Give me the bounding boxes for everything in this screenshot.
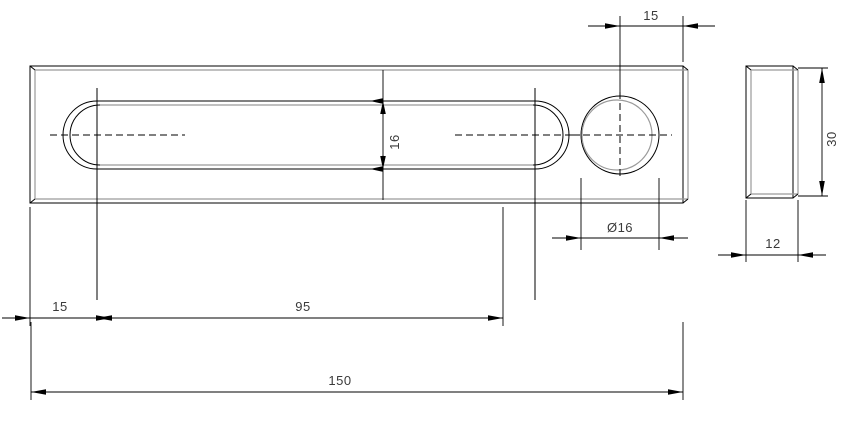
dimension-plate-thickness: 12 — [718, 200, 826, 262]
dimension-label-plate-height: 30 — [824, 131, 839, 146]
dimension-label-slot-center-length: 95 — [295, 299, 310, 314]
dimension-overall-length: 150 — [30, 322, 684, 400]
dimension-label-slot-end-offset: 15 — [52, 299, 67, 314]
dimension-label-plate-thickness: 12 — [765, 236, 780, 251]
dimension-hole-edge-offset: 15 — [588, 8, 715, 96]
dimension-slot-center-length: 95 — [96, 207, 504, 326]
dimension-label-hole-diameter: Ø16 — [607, 220, 633, 235]
dimension-hole-diameter: Ø16 — [552, 178, 688, 250]
side-view — [745, 65, 799, 199]
dimension-slot-width: 16 — [370, 70, 402, 200]
dimension-label-slot-width: 16 — [387, 134, 402, 149]
dimension-plate-height: 30 — [798, 67, 839, 197]
centerlines — [50, 88, 672, 300]
dimension-label-hole-edge-offset: 15 — [643, 8, 658, 23]
front-view — [29, 65, 689, 300]
dimension-label-overall-length: 150 — [328, 373, 351, 388]
plate-outline — [29, 65, 689, 204]
dimension-slot-end-offset: 15 — [2, 207, 112, 326]
slot — [62, 100, 570, 170]
